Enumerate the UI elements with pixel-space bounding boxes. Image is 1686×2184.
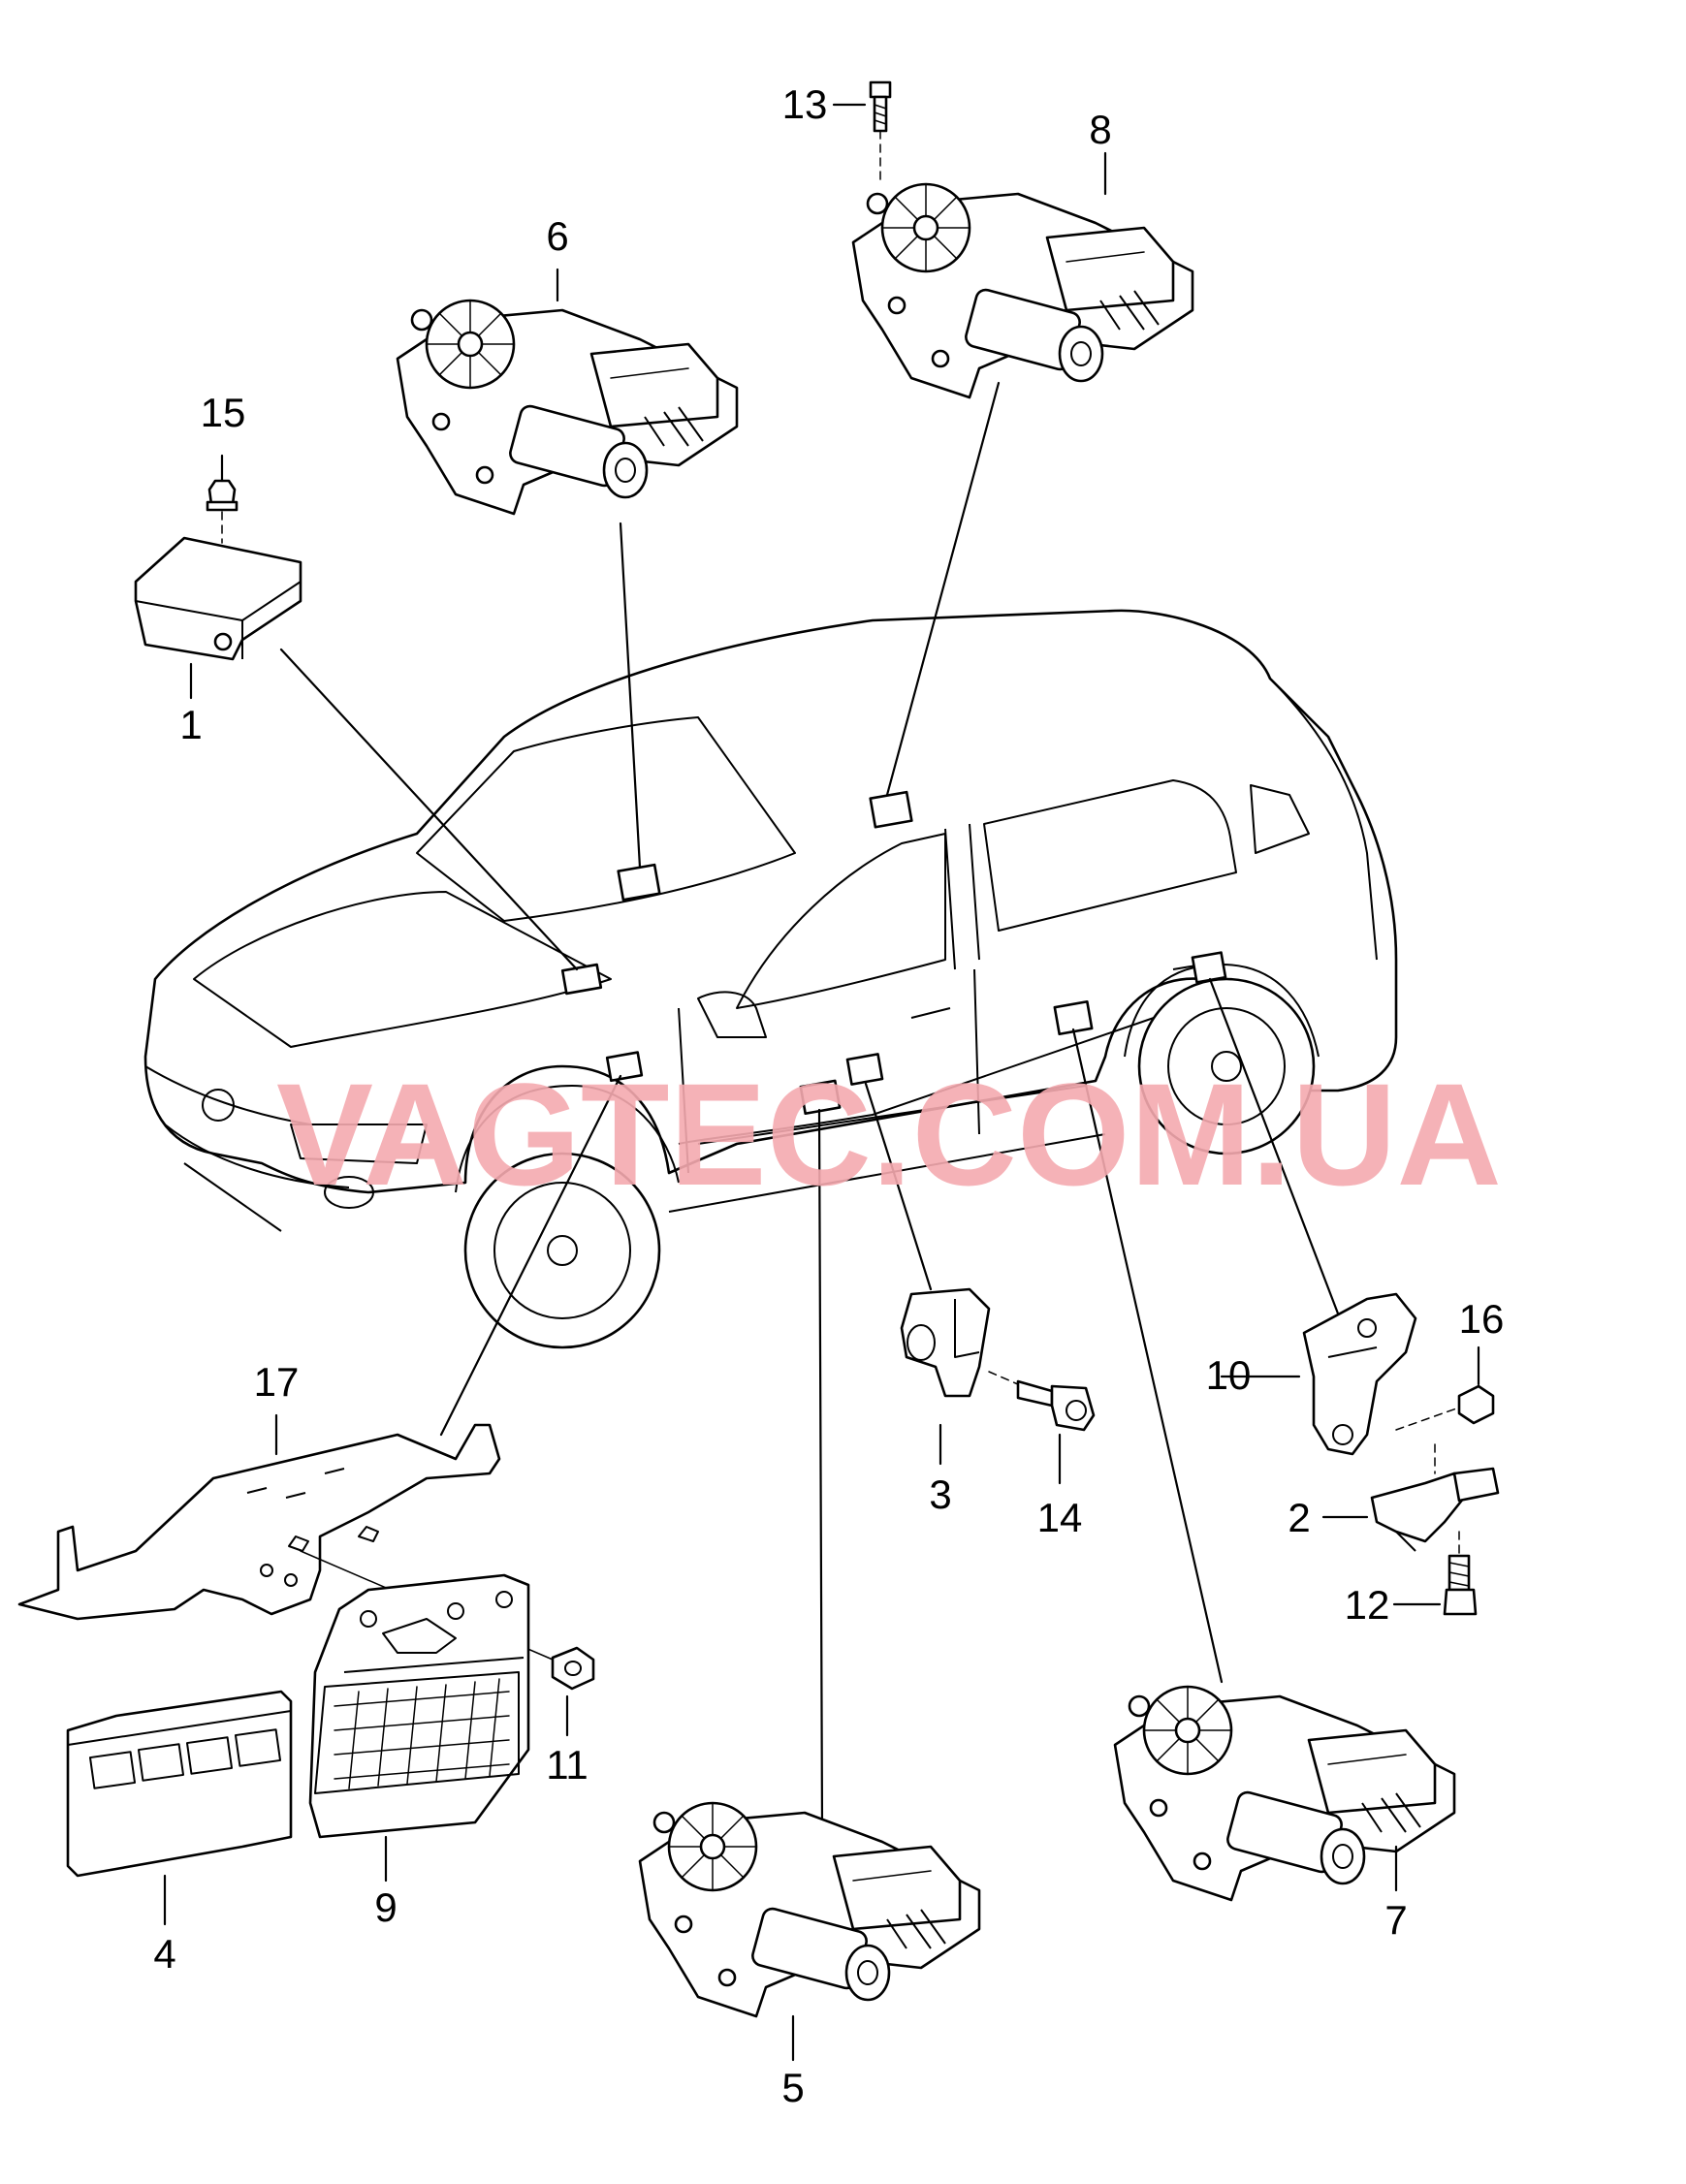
motor-6 — [396, 299, 739, 516]
label-17: 17 — [254, 1359, 300, 1405]
motor-5 — [638, 1801, 981, 2018]
label-4: 4 — [153, 1931, 175, 1977]
location-markers — [560, 790, 1227, 1116]
part-9-holder — [308, 1573, 530, 1839]
label-8: 8 — [1089, 107, 1111, 152]
label-16: 16 — [1459, 1296, 1505, 1342]
part-10-bracket — [1302, 1292, 1417, 1456]
part-1-module — [134, 536, 302, 661]
leader-lines — [279, 381, 1340, 1829]
car-body — [143, 609, 1398, 1349]
label-15: 15 — [201, 390, 246, 435]
part-17-bracket — [17, 1423, 501, 1621]
part-13-screw — [869, 80, 892, 185]
part-4-control-unit — [66, 1690, 293, 1878]
label-3: 3 — [929, 1472, 951, 1517]
part-12-bolt — [1443, 1531, 1478, 1616]
part-2-sensor — [1370, 1443, 1500, 1552]
label-10: 10 — [1206, 1352, 1252, 1398]
part-16-nut — [1395, 1384, 1495, 1431]
label-1: 1 — [179, 702, 202, 747]
label-5: 5 — [781, 2065, 804, 2110]
part-3-sensor — [900, 1287, 991, 1398]
part-15-clip — [206, 479, 239, 544]
label-11: 11 — [546, 1742, 589, 1788]
callout-lines — [163, 103, 1480, 2062]
label-13: 13 — [782, 81, 828, 127]
motor-8 — [851, 182, 1194, 399]
label-9: 9 — [374, 1884, 397, 1930]
part-14-bolt — [988, 1371, 1096, 1432]
label-7: 7 — [1384, 1897, 1407, 1943]
label-12: 12 — [1345, 1582, 1390, 1628]
watermark-text: VAGTEC.COM.UA — [276, 1053, 1502, 1216]
label-6: 6 — [546, 213, 568, 259]
label-2: 2 — [1288, 1495, 1310, 1540]
part-labels: 15 1 13 6 8 3 14 10 16 2 12 17 11 9 4 5 … — [153, 81, 1504, 2110]
motor-7 — [1113, 1685, 1456, 1902]
label-14: 14 — [1037, 1495, 1083, 1540]
